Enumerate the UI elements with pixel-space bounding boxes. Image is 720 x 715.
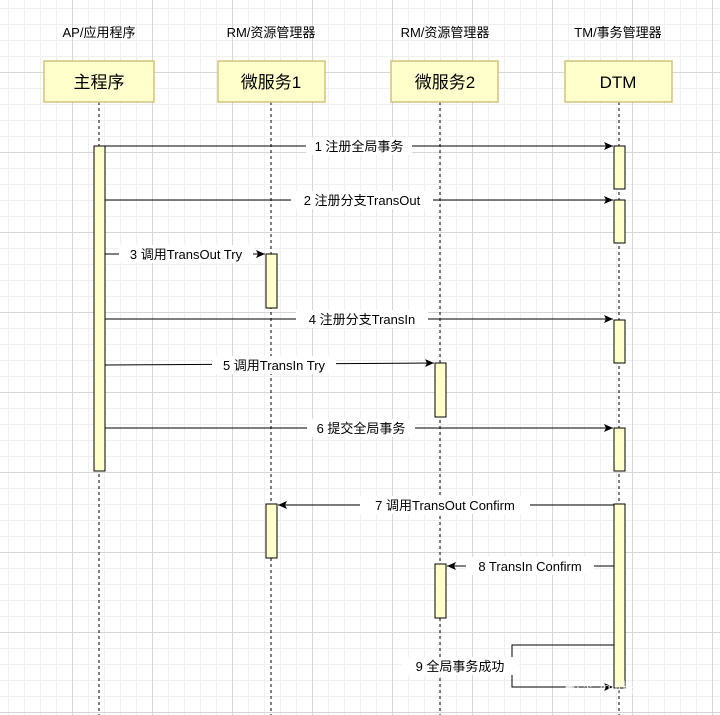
participant-role: TM/事务管理器 <box>574 25 661 40</box>
actor-dtm: DTM <box>564 60 673 103</box>
activation-main <box>93 145 106 472</box>
participant-role: AP/应用程序 <box>63 25 136 40</box>
message-arrows <box>104 142 614 691</box>
watermark: 知乎 @叶东富 <box>565 679 659 697</box>
message-label: 9 全局事务成功 <box>416 659 505 674</box>
activation-ms1-confirm <box>265 503 278 559</box>
participant-role: RM/资源管理器 <box>401 25 490 40</box>
message-labels: 1 注册全局事务 2 注册分支TransOut 3 调用TransOut Try… <box>119 137 594 675</box>
message-label: 1 注册全局事务 <box>315 139 404 154</box>
message-label: 4 注册分支TransIn <box>309 312 415 327</box>
message-label: 3 调用TransOut Try <box>130 247 243 262</box>
message-label: 5 调用TransIn Try <box>223 358 326 373</box>
message-label: 8 TransIn Confirm <box>478 559 581 574</box>
activation-dtm-4 <box>613 427 626 472</box>
message-label: 2 注册分支TransOut <box>304 193 421 208</box>
actor-label: 主程序 <box>74 73 125 92</box>
actor-main: 主程序 <box>43 60 155 103</box>
actor-label: DTM <box>600 73 637 92</box>
actor-label: 微服务1 <box>241 73 301 92</box>
actor-ms2: 微服务2 <box>390 60 499 103</box>
actor-label: 微服务2 <box>415 73 475 92</box>
activation-ms1-try <box>265 253 278 309</box>
activations <box>93 145 626 689</box>
message-label: 6 提交全局事务 <box>317 421 406 436</box>
activation-dtm-1 <box>613 145 626 190</box>
activation-dtm-5 <box>613 503 626 689</box>
activation-ms2-try <box>434 362 447 418</box>
activation-dtm-3 <box>613 319 626 364</box>
activation-dtm-2 <box>613 199 626 244</box>
activation-ms2-confirm <box>434 563 447 619</box>
participant-role: RM/资源管理器 <box>227 25 316 40</box>
actor-ms1: 微服务1 <box>217 60 326 103</box>
message-label: 7 调用TransOut Confirm <box>375 498 515 513</box>
